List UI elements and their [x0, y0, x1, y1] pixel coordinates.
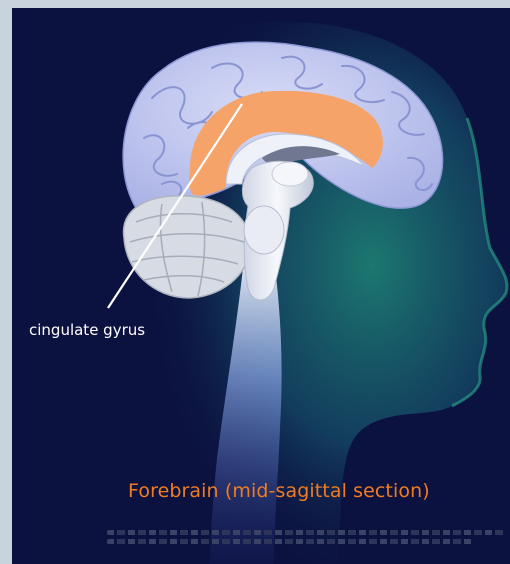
- section-title: Forebrain (mid-sagittal section): [128, 480, 430, 502]
- anatomy-illustration: cingulate gyrus Forebrain (mid-sagittal …: [12, 8, 510, 564]
- illegible-caption-text: [107, 530, 505, 554]
- cingulate-gyrus-label: cingulate gyrus: [29, 321, 145, 339]
- pons: [244, 206, 284, 254]
- thalamus: [272, 162, 308, 186]
